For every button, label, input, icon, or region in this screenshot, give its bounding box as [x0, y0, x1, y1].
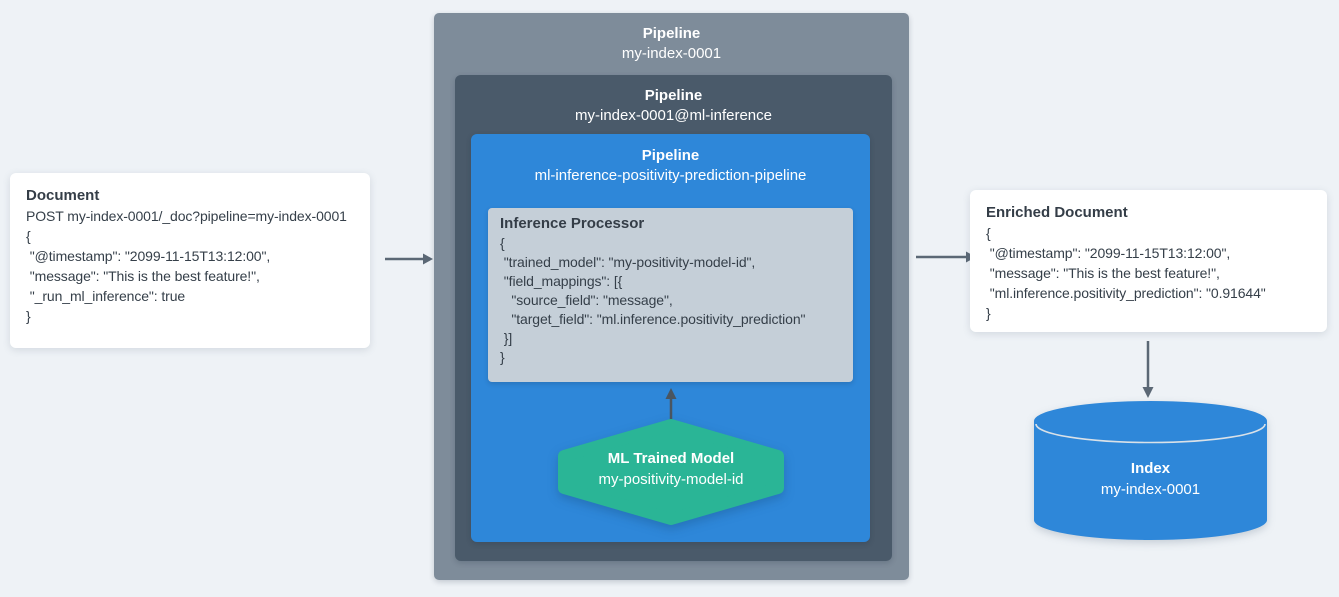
inference-processor-title: Inference Processor [500, 215, 645, 232]
document-card: Document POST my-index-0001/_doc?pipelin… [10, 173, 370, 348]
ml-trained-model-name: my-positivity-model-id [598, 471, 744, 488]
arrow-document-to-pipeline-icon [385, 253, 433, 265]
inference-processor-box: Inference Processor { "trained_model": "… [488, 208, 853, 382]
pipeline-positivity-name: ml-inference-positivity-prediction-pipel… [534, 167, 807, 184]
enriched-document-card: Enriched Document { "@timestamp": "2099-… [970, 190, 1327, 332]
pipeline-ml-inference-title: Pipeline [644, 87, 703, 104]
pipeline-ml-inference-header: Pipeline my-index-0001@ml-inference [455, 75, 892, 126]
arrow-model-to-processor-icon [665, 388, 677, 421]
pipeline-outer-name: my-index-0001 [621, 45, 722, 62]
ml-trained-model-label: ML Trained Model my-positivity-model-id [552, 448, 790, 490]
inference-processor-code: { "trained_model": "my-positivity-model-… [500, 235, 806, 365]
document-card-title: Document [26, 187, 100, 204]
ml-trained-model-title: ML Trained Model [607, 450, 735, 467]
pipeline-outer-header: Pipeline my-index-0001 [434, 13, 909, 64]
index-label: Index my-index-0001 [1033, 458, 1268, 500]
pipeline-ml-inference-name: my-index-0001@ml-inference [575, 107, 772, 124]
index-cylinder-icon [1034, 401, 1267, 540]
index-name: my-index-0001 [1100, 481, 1201, 498]
index-title: Index [1130, 460, 1171, 477]
enriched-document-code: { "@timestamp": "2099-11-15T13:12:00", "… [986, 225, 1266, 321]
document-card-code: POST my-index-0001/_doc?pipeline=my-inde… [26, 208, 347, 324]
pipeline-outer-title: Pipeline [642, 25, 701, 42]
pipeline-ml-inference-box: Pipeline my-index-0001@ml-inference Pipe… [455, 75, 892, 561]
pipeline-positivity-header: Pipeline ml-inference-positivity-predict… [471, 134, 870, 186]
ml-trained-model-hexagon-icon [558, 419, 784, 525]
enriched-document-title: Enriched Document [986, 204, 1128, 221]
pipeline-outer-box: Pipeline my-index-0001 Pipeline my-index… [434, 13, 909, 580]
arrow-enriched-to-index-icon [1142, 341, 1154, 398]
pipeline-positivity-title: Pipeline [641, 147, 700, 164]
